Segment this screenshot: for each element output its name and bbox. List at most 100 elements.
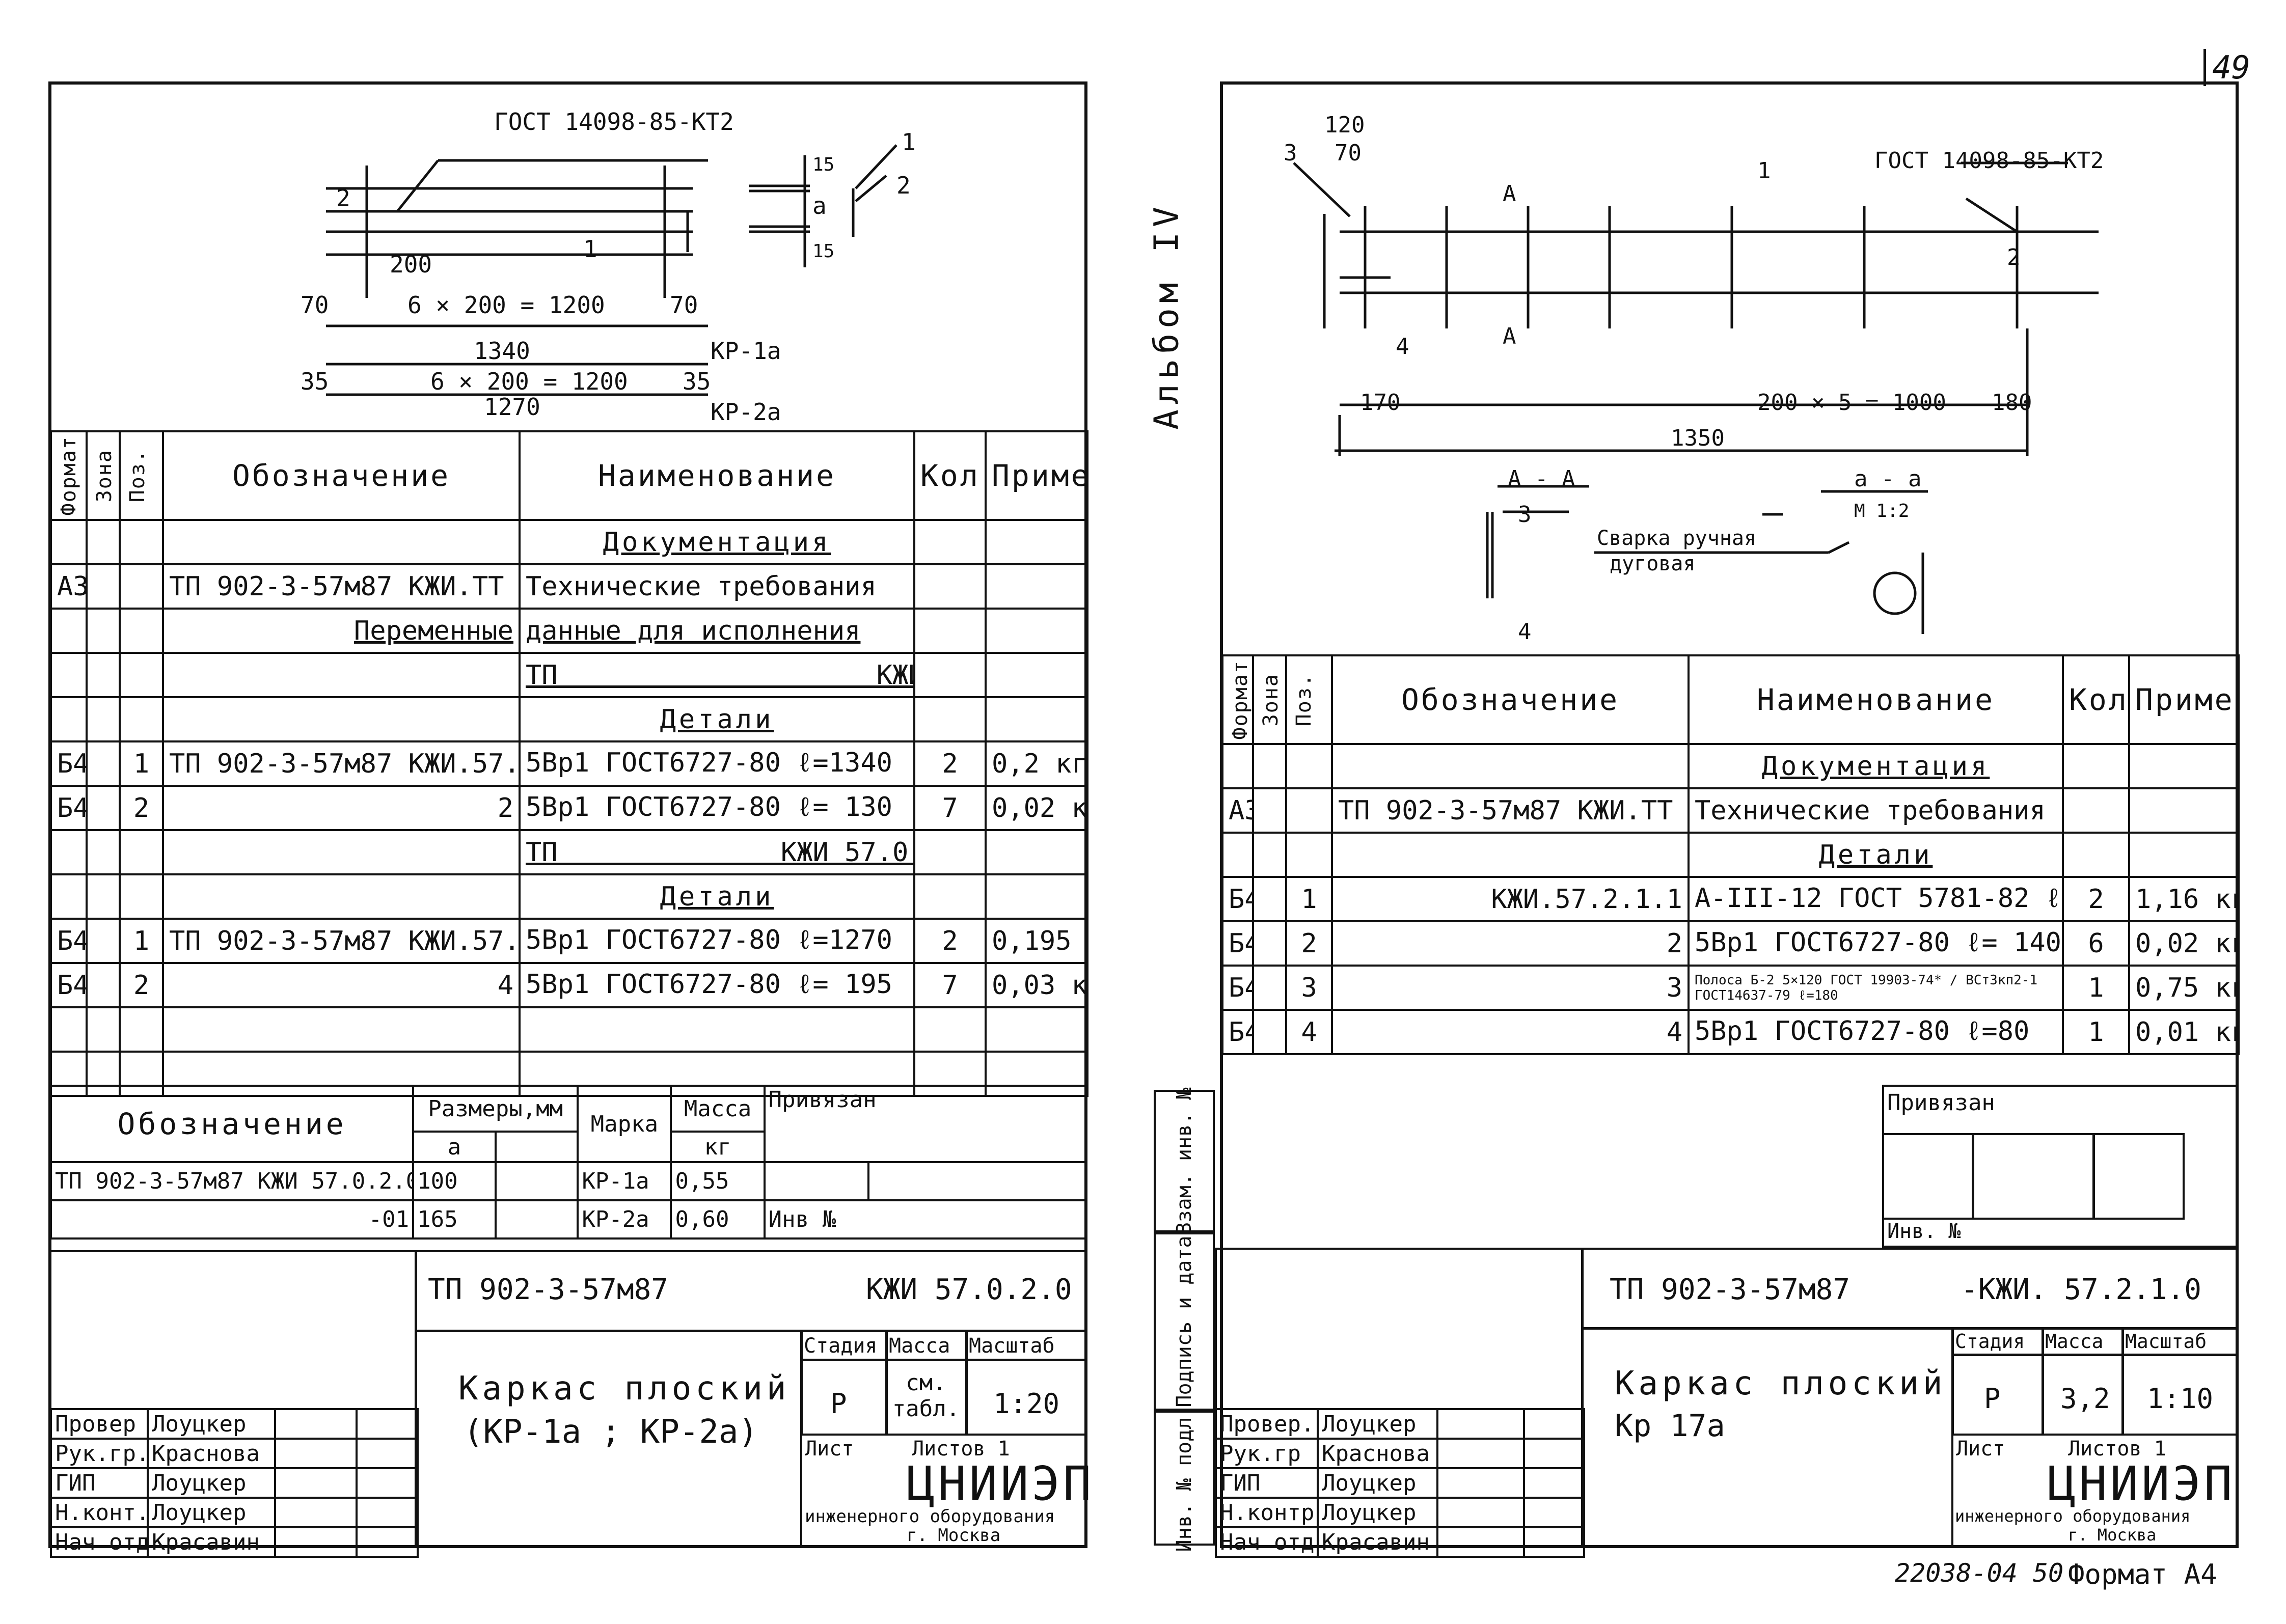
left-variants-table: Обозначение Размеры,мм Марка Масса Привя… <box>49 1085 1087 1240</box>
org-city: г. Москва <box>907 1525 1001 1546</box>
svg-text:35: 35 <box>301 368 329 395</box>
footer-doc-number: 22038-04 50 <box>1895 1558 2064 1588</box>
var-header-sizes: Размеры,мм <box>412 1085 579 1133</box>
header-name: Наименование <box>519 430 915 521</box>
mass-value: 3,2 <box>2060 1383 2110 1415</box>
svg-text:КР-2а: КР-2а <box>711 398 781 425</box>
right-scale-cell <box>2122 1354 2238 1436</box>
sheet-label: Лист <box>805 1437 854 1461</box>
svg-text:200: 200 <box>390 251 432 278</box>
mass-label: Масса <box>889 1334 950 1358</box>
table-row: ТП КЖИ 57.0.2.0 <box>50 652 1088 698</box>
right-doc-code: ТП 902-3-57м87 <box>1610 1273 1850 1306</box>
header-name: Наименование <box>1688 654 2064 745</box>
header-qty: Кол. <box>913 430 987 521</box>
scale-value: 1:20 <box>993 1388 1060 1420</box>
svg-text:70: 70 <box>670 291 698 319</box>
table-row: Документация <box>1221 743 2240 789</box>
stage-label: Стадия <box>804 1334 878 1358</box>
svg-text:35: 35 <box>683 368 711 395</box>
header-zone: Зона <box>1252 654 1287 745</box>
right-title-line2: Кр 17а <box>1615 1408 1725 1444</box>
svg-text:1340: 1340 <box>474 337 530 365</box>
right-doc-mark: -КЖИ. 57.2.1.0 <box>1961 1273 2202 1306</box>
right-spec-table: Формат Зона Поз. Обозначение Наименовани… <box>1221 654 2240 1055</box>
inv-label: Инв № <box>763 1199 1087 1240</box>
header-designation: Обозначение <box>162 430 521 521</box>
right-inv-label: Инв. № <box>1887 1220 1961 1243</box>
org-sub: инженерного оборудования <box>1955 1506 2191 1526</box>
sheets-label: Листов 1 <box>912 1437 1010 1461</box>
right-gost-label: ГОСТ 14098-85-КТ2 <box>1874 148 2104 174</box>
svg-text:А: А <box>1503 181 1516 207</box>
header-pos: Поз. <box>119 430 164 521</box>
scale-label: Масштаб <box>969 1334 1055 1358</box>
svg-text:1: 1 <box>1757 158 1771 184</box>
svg-text:4: 4 <box>1518 619 1532 645</box>
header-format: Формат <box>1221 654 1254 745</box>
table-row: Детали <box>50 696 1088 742</box>
mass-value: см. табл. <box>892 1370 960 1422</box>
right-privyazan-label: Привязан <box>1887 1090 1995 1116</box>
svg-text:3: 3 <box>1518 502 1532 528</box>
header-format: Формат <box>50 430 88 521</box>
page-number: 49 <box>2203 49 2250 86</box>
right-section-aa: А - А <box>1508 466 1575 492</box>
svg-text:1350: 1350 <box>1671 425 1725 451</box>
left-gost-label: ГОСТ 14098-85-КТ2 <box>494 108 734 135</box>
left-title-line1: Каркас плоский <box>458 1370 791 1408</box>
weld-label-2: дуговая <box>1610 552 1696 575</box>
svg-text:1: 1 <box>902 128 916 156</box>
svg-text:15: 15 <box>812 154 834 175</box>
svg-text:А: А <box>1503 323 1516 349</box>
svg-text:70: 70 <box>1335 140 1362 166</box>
header-qty: Кол. <box>2062 654 2130 745</box>
table-row: Детали <box>50 873 1088 920</box>
weld-label-1: Сварка ручная <box>1597 527 1756 550</box>
header-note: Примеч. <box>985 430 1088 521</box>
stage-value: Р <box>830 1388 847 1420</box>
privyazan-label: Привязан <box>763 1085 1087 1163</box>
privyazan-grid-cell <box>1972 1133 2094 1220</box>
svg-text:170: 170 <box>1360 390 1400 416</box>
privyazan-grid-cell <box>2093 1133 2185 1220</box>
side-vzam-inv: Взам. инв. № <box>1154 1088 1215 1234</box>
header-pos: Поз. <box>1285 654 1333 745</box>
svg-text:200 × 5 = 1000: 200 × 5 = 1000 <box>1757 390 1946 416</box>
privyazan-grid-cell <box>1882 1133 1974 1220</box>
svg-text:а: а <box>812 192 827 219</box>
svg-text:2: 2 <box>2007 244 2021 270</box>
table-row: Детали <box>1221 832 2240 878</box>
org-name: ЦНИИЭП <box>907 1456 1095 1511</box>
svg-text:1270: 1270 <box>484 393 540 421</box>
scale-label: Масштаб <box>2125 1330 2207 1353</box>
header-note: Примеч. <box>2128 654 2240 745</box>
stage-label: Стадия <box>1955 1330 2025 1353</box>
svg-text:3: 3 <box>1284 140 1297 166</box>
svg-text:М 1:2: М 1:2 <box>1854 501 1909 521</box>
var-header-designation: Обозначение <box>49 1085 415 1163</box>
svg-text:15: 15 <box>812 241 834 262</box>
svg-text:2: 2 <box>896 172 911 199</box>
side-inv-podl: Инв. № подл. <box>1154 1405 1215 1552</box>
svg-text:180: 180 <box>1992 390 2032 416</box>
right-drawing: 120 70 3 1 ГОСТ 14098-85-КТ2 А А 2 4 170… <box>1284 112 2104 645</box>
spec-header-row: Формат Зона Поз. Обозначение Наименовани… <box>50 430 1088 521</box>
svg-text:70: 70 <box>301 291 329 319</box>
table-row: ТП КЖИ 57.0.2.0-01 <box>50 829 1088 875</box>
svg-text:КР-1а: КР-1а <box>711 337 781 365</box>
svg-text:2: 2 <box>336 184 350 212</box>
album-label: Альбом IV <box>1147 202 1186 430</box>
right-section-a: а - а <box>1854 466 1921 492</box>
signer-row: Н.конт.Лоуцкер <box>50 1497 419 1528</box>
sheet-label: Лист <box>1956 1437 2005 1461</box>
left-doc-code: ТП 902-3-57м87 <box>428 1273 669 1306</box>
side-signature-date: Подпись и дата <box>1154 1232 1215 1411</box>
signer-row: Рук.гр.Краснова <box>50 1438 419 1469</box>
table-row: Документация <box>50 519 1088 565</box>
